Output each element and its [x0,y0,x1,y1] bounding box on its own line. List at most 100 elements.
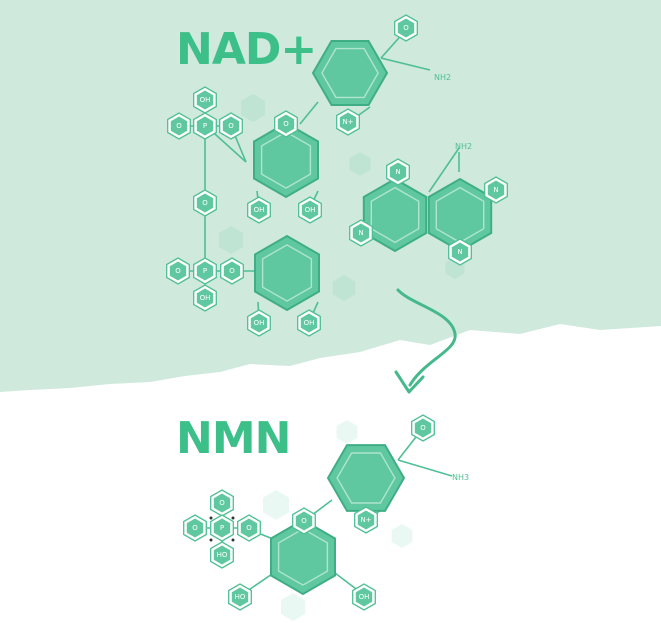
nad-adenine-nitrogen-2-badge-inner [487,180,505,200]
nad-phosphate-lower-center-badge-text: P [203,267,207,275]
bond-line [428,147,460,193]
nmn-amide-oxygen-badge: O [411,414,435,442]
nmn-ribose-hydroxyl-2-badge-inner [355,587,373,607]
nad-phosphate-lower-center-badge-inner [196,261,214,281]
nad-amide-oxygen-badge-inner [397,18,415,38]
decor-hexagon [240,94,266,122]
nad-phosphate-upper-left-badge: O [167,112,191,140]
nmn-ring-nitrogen-badge-text: N+ [360,516,371,524]
nad-adenine-nitrogen-4-badge-text: N [457,248,462,256]
nad-phosphate-upper-top-badge-inner [196,90,214,110]
bond-dot [231,516,235,520]
nad-adenine-nitrogen-3-badge: N [349,219,373,247]
nmn-amide-oxygen-badge-text: O [420,424,426,432]
bond-dot [231,538,235,542]
nad-phosphate-upper-center-badge-text: P [203,122,207,130]
nad-phosphate-lower-left-badge: O [166,257,190,285]
nad-lower-ribose-hydroxyl-1-badge-inner [250,313,268,333]
nmn-phosphate-right-badge-inner [240,518,258,538]
nad-title: NAD+ [176,24,317,75]
nad-ribose-hydroxyl-1-badge: OH [247,196,271,224]
nad-phosphate-upper-right-badge: O [219,112,243,140]
nmn-phosphate-right-badge: O [237,514,261,542]
nmn-phosphate-top-badge: O [210,489,234,517]
bond-dot [209,538,213,542]
bond-line [380,57,431,71]
decor-hexagon [332,275,356,301]
nad-adenine-nitrogen-1-badge-text: N [395,168,400,176]
nad-adenine-nitrogen-3-badge-inner [352,223,370,243]
nad-amide-label: NH2 [434,73,451,82]
nad-lower-ribose-hydroxyl-2-badge: OH [297,309,321,337]
nmn-amide-label: NH3 [452,473,469,482]
nmn-phosphate-left-badge-text: O [192,524,198,532]
nad-ribose-hydroxyl-2-badge-text: OH [305,206,316,214]
nad-phosphate-lower-right-badge: O [220,257,244,285]
nad-phosphate-upper-center-badge-inner [196,116,214,136]
decor-hexagon [391,524,413,548]
nad-phosphate-upper-left-badge-inner [170,116,188,136]
nmn-ribose-hydroxyl-2-badge: OH [352,583,376,611]
nad-ring-nitrogen-badge: N+ [336,108,360,136]
nmn-ring-nitrogen-badge-inner [357,510,375,530]
nmn-phosphate-bottom-badge: HO [210,541,234,569]
nmn-phosphate-top-badge-inner [213,493,231,513]
nmn-phosphate-center-badge: P [210,514,234,542]
nad-adenine-nitrogen-4-badge: N [448,238,472,266]
nad-amide-oxygen-badge: O [394,14,418,42]
bond-dot [209,516,213,520]
nad-lower-ribose-hydroxyl-1-badge: OH [247,309,271,337]
nmn-ribose-hydroxyl-1-badge-text: HO [235,593,246,601]
nad-phosphate-upper-left-badge-text: O [176,122,182,130]
nad-phosphate-lower-right-badge-text: O [229,267,235,275]
decor-hexagon [263,490,289,520]
nad-ring-nitrogen-badge-text: N+ [342,118,353,126]
conversion-arrow [396,288,457,387]
nmn-ribose-hydroxyl-1-badge-inner [231,587,249,607]
nmn-nicotinamide-ring [326,444,406,512]
nad-adenine-amine-label: NH2 [455,142,472,151]
nmn-ribose-hydroxyl-1-badge: HO [228,583,252,611]
nad-phosphate-upper-right-badge-inner [222,116,240,136]
decor-hexagon [218,226,244,254]
nad-ribose-ring-lower-highlight [261,244,313,302]
nad-ribose-hydroxyl-2-badge-inner [301,200,319,220]
nmn-phosphate-left-badge-inner [186,518,204,538]
nad-phosphate-lower-bottom-badge: OH [193,284,217,312]
nmn-phosphate-center-badge-inner [213,518,231,538]
nmn-phosphate-bottom-badge-inner [213,545,231,565]
nmn-phosphate-left-badge: O [183,514,207,542]
nad-ring-nitrogen-badge-inner [339,112,357,132]
nmn-nicotinamide-ring-highlight [336,452,396,504]
nad-bridge-oxygen-badge: O [193,189,217,217]
nad-ribose-oxygen-badge: O [274,110,298,138]
nmn-phosphate-center-badge-text: P [220,524,224,532]
background-band [0,0,661,392]
nad-phosphate-upper-top-badge-text: OH [200,96,211,104]
nad-adenine-nitrogen-2-badge: N [484,176,508,204]
nmn-ring-nitrogen-badge: N+ [354,506,378,534]
nmn-phosphate-bottom-badge-text: HO [217,551,228,559]
decor-hexagon [280,593,306,621]
nad-phosphate-lower-bottom-badge-inner [196,288,214,308]
nmn-title: NMN [176,413,291,464]
nad-ribose-hydroxyl-2-badge: OH [298,196,322,224]
molecule-rings [253,40,493,596]
nmn-ribose-ring-highlight [277,528,329,586]
bond-line [397,459,453,477]
nad-phosphate-lower-left-badge-inner [169,261,187,281]
decor-hexagon [349,152,371,176]
nad-nicotinamide-ring-highlight [321,47,379,99]
nad-adenine-ring-left-highlight [370,186,420,244]
nad-phosphate-upper-right-badge-text: O [228,122,234,130]
nad-phosphate-lower-center-badge: P [193,257,217,285]
nmn-ribose-oxygen-badge-inner [295,511,313,531]
nad-adenine-nitrogen-3-badge-text: N [358,229,363,237]
group-labels: NH2 NH2 NH3 [434,73,472,482]
nad-bridge-oxygen-badge-text: O [202,199,208,207]
nmn-ribose-oxygen-badge-text: O [301,517,307,525]
nmn-ribose-oxygen-badge: O [292,507,316,535]
